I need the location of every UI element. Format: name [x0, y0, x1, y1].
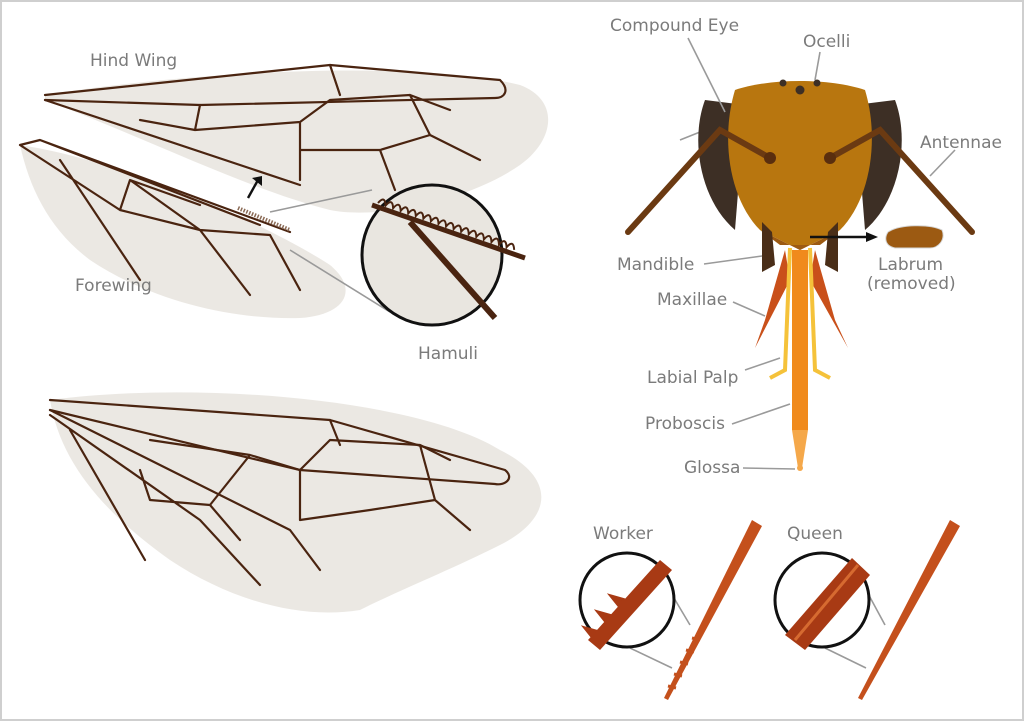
compound-eye-label: Compound Eye [610, 16, 739, 36]
labrum-label: Labrum [878, 255, 943, 275]
bee-head [625, 79, 975, 471]
labial-palp-label: Labial Palp [647, 368, 738, 388]
arrow-head-icon [252, 176, 262, 186]
queen-label: Queen [787, 524, 843, 544]
queen-stinger [773, 520, 960, 700]
hind-wing-label: Hind Wing [90, 51, 177, 71]
forewing-label: Forewing [75, 276, 152, 296]
hamuli-magnifier [360, 183, 526, 327]
hamuli-label: Hamuli [418, 344, 478, 364]
labrum-note: (removed) [867, 274, 956, 294]
glossa-label: Glossa [684, 458, 740, 478]
combined-wings [48, 392, 542, 613]
maxillae-label: Maxillae [657, 290, 727, 310]
proboscis-label: Proboscis [645, 414, 725, 434]
hind-wing [43, 63, 549, 213]
antennae-label: Antennae [920, 133, 1002, 153]
forewing [18, 138, 346, 319]
mandible-label: Mandible [617, 255, 694, 275]
ocelli-label: Ocelli [803, 32, 850, 52]
worker-label: Worker [593, 524, 653, 544]
worker-stinger [578, 520, 762, 700]
arrow-icon [246, 179, 260, 199]
